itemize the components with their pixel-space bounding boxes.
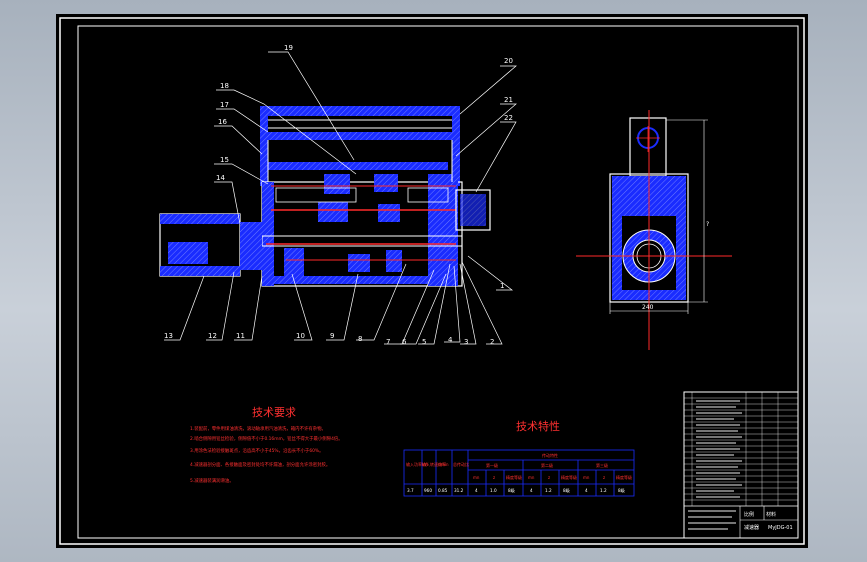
requirement-1: 1.装配前，零件用煤油清洗，滚动轴承用汽油清洗，箱内不许有杂物。 — [190, 425, 326, 432]
cell-2: 0.85 — [438, 488, 448, 493]
callout-8: 8 — [358, 335, 362, 343]
sub-grade-3: 精度等级 — [616, 474, 632, 480]
title-block-code: MyJDG-01 — [768, 525, 793, 531]
inner-frame — [77, 25, 799, 539]
title-block-scale: 比例 — [744, 511, 754, 518]
outer-frame — [59, 17, 805, 545]
main-section-view — [159, 106, 491, 287]
sub-mn-3: mn — [583, 475, 590, 480]
technical-characteristics: 技术特性 输入功率kW 输入转速r/min 效率 总传动比 传动特性 第一 — [403, 419, 635, 497]
callout-16: 16 — [218, 118, 227, 126]
callout-3: 3 — [464, 338, 468, 346]
cell-1: 960 — [424, 488, 432, 493]
cad-drawing: 19 20 21 22 18 17 16 15 14 13 12 11 10 9… — [59, 17, 805, 545]
dimension-right: ? — [706, 221, 709, 228]
callout-5: 5 — [422, 338, 426, 346]
cell-8: 1.2 — [545, 488, 552, 493]
technical-characteristics-title: 技术特性 — [516, 419, 560, 433]
cell-12: 8级 — [618, 487, 626, 494]
header-efficiency: 效率 — [438, 461, 446, 467]
group-1: 第一级 — [486, 462, 498, 468]
technical-requirements-title: 技术要求 — [252, 406, 296, 419]
cell-11: 1.2 — [600, 488, 607, 493]
callout-10: 10 — [296, 332, 305, 340]
callout-2: 2 — [490, 338, 494, 346]
callout-9: 9 — [330, 332, 334, 340]
callout-19: 19 — [284, 44, 293, 52]
dimension-bottom: 240 — [642, 304, 654, 311]
sub-mn-2: mn — [528, 475, 535, 480]
callout-22: 22 — [504, 114, 513, 122]
group-header: 传动特性 — [542, 452, 558, 458]
callout-15: 15 — [220, 156, 229, 164]
technical-requirements: 技术要求 1.装配前，零件用煤油清洗，滚动轴承用汽油清洗，箱内不许有杂物。 2.… — [190, 406, 343, 484]
cell-6: 8级 — [508, 487, 516, 494]
requirement-2: 2.啮合侧隙用铅丝检验，侧隙值不小于0.16mm，铅丝不得大于最小侧隙4倍。 — [190, 435, 343, 442]
callout-4: 4 — [448, 336, 453, 344]
callouts: 19 20 21 22 18 17 16 15 14 13 12 11 10 9… — [164, 44, 513, 346]
cell-10: 4 — [585, 488, 588, 493]
group-3: 第三级 — [596, 462, 608, 468]
side-view: ? 240 — [576, 110, 732, 350]
sub-grade-1: 精度等级 — [506, 474, 522, 480]
sub-z-1: z — [493, 475, 495, 480]
group-2: 第二级 — [541, 462, 553, 468]
callout-1: 1 — [500, 282, 504, 290]
cell-7: 4 — [530, 488, 533, 493]
requirement-4: 4.减速器剖分面、各接触面及密封处均不许漏油，剖分面允许涂密封胶。 — [190, 461, 330, 468]
cell-9: 8级 — [563, 487, 571, 494]
callout-12: 12 — [208, 332, 217, 340]
leader-lines — [164, 51, 517, 345]
callout-17: 17 — [220, 101, 229, 109]
callout-20: 20 — [504, 57, 513, 65]
callout-14: 14 — [216, 174, 225, 182]
callout-18: 18 — [220, 82, 229, 90]
header-input-speed: 输入转速r/min — [422, 461, 449, 467]
title-block-material: 材料 — [766, 511, 776, 518]
cell-4: 4 — [475, 488, 478, 493]
requirement-5: 5.减速器装满润滑油。 — [190, 477, 234, 484]
sub-z-3: z — [603, 475, 605, 480]
title-block: 比例 材料 MyJDG-01 减速器 — [683, 391, 799, 539]
requirement-3: 3.用涂色法检验接触斑点，沿齿高不小于45%，沿齿长不小于60%。 — [190, 447, 323, 454]
sub-grade-2: 精度等级 — [561, 474, 577, 480]
header-input-power: 输入功率kW — [406, 461, 428, 467]
sub-z-2: z — [548, 475, 550, 480]
header-total-ratio: 总传动比 — [453, 461, 469, 467]
callout-11: 11 — [236, 332, 245, 340]
cell-5: 1.0 — [490, 488, 497, 493]
drawing-sheet: 19 20 21 22 18 17 16 15 14 13 12 11 10 9… — [56, 14, 808, 548]
sub-mn-1: mn — [473, 475, 480, 480]
callout-7: 7 — [386, 338, 390, 346]
cell-3: 31.2 — [454, 488, 464, 493]
callout-13: 13 — [164, 332, 173, 340]
callout-6: 6 — [402, 338, 407, 346]
title-block-name: 减速器 — [744, 524, 759, 531]
callout-21: 21 — [504, 96, 513, 104]
cell-0: 3.7 — [407, 488, 414, 493]
